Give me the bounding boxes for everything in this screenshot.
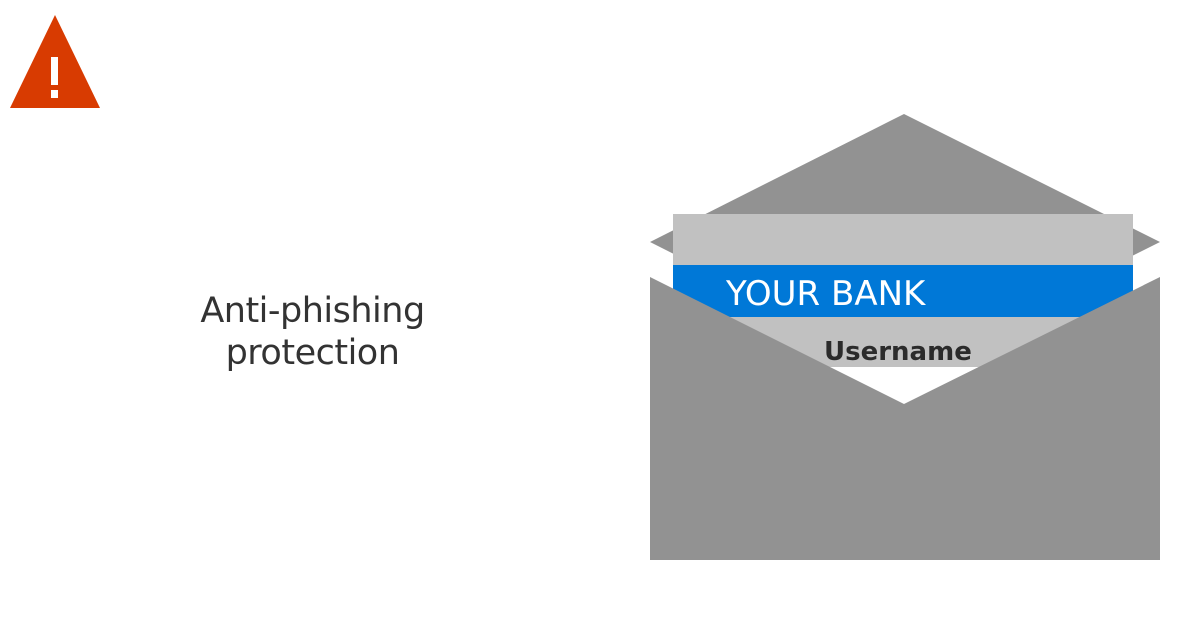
bank-name: YOUR BANK bbox=[725, 274, 927, 314]
envelope-front bbox=[650, 277, 1160, 560]
warning-triangle-icon bbox=[10, 15, 100, 108]
caption-line-1: Anti-phishing bbox=[200, 291, 425, 331]
caption-line-2: protection bbox=[225, 333, 400, 373]
card-header bbox=[673, 214, 1133, 265]
bank-banner bbox=[673, 265, 1133, 317]
caption: Anti-phishing protection bbox=[170, 290, 455, 374]
username-label: Username bbox=[824, 337, 972, 367]
